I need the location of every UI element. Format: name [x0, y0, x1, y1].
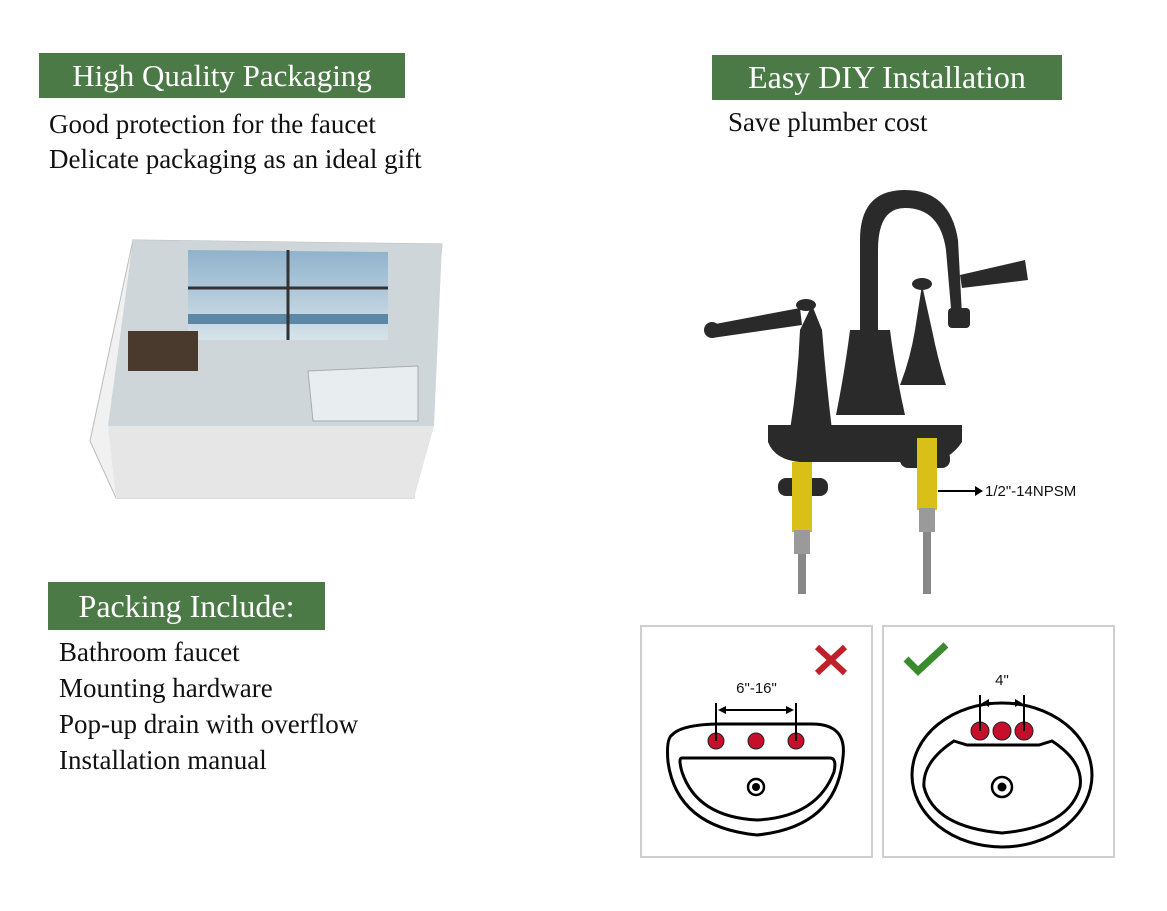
sink-diagram-compatible: 4": [882, 625, 1115, 858]
installation-heading: Easy DIY Installation: [712, 55, 1062, 100]
sink-diagram-incompatible: 6"-16": [640, 625, 873, 858]
installation-line-1: Save plumber cost: [728, 107, 928, 137]
faucet-image: [704, 190, 1028, 594]
packing-item: Installation manual: [59, 745, 267, 775]
packing-item: Mounting hardware: [59, 673, 273, 703]
cross-icon: [814, 644, 848, 676]
packaging-line-1: Good protection for the faucet: [49, 109, 376, 139]
thread-size-label: 1/2"-14NPSM: [985, 483, 1077, 500]
spacing-label: 4": [995, 672, 1009, 689]
packing-include-heading: Packing Include:: [48, 582, 325, 630]
packing-item: Bathroom faucet: [59, 637, 240, 667]
sink-centerset-illustration: [903, 642, 1094, 849]
packaging-line-2: Delicate packaging as an ideal gift: [49, 144, 422, 174]
packaging-box-image: [89, 239, 443, 499]
sink-wide-spread-illustration: [666, 644, 848, 837]
spacing-label: 6"-16": [736, 680, 777, 697]
checkmark-icon: [903, 642, 949, 676]
packaging-heading: High Quality Packaging: [39, 53, 405, 98]
packing-item: Pop-up drain with overflow: [59, 709, 359, 739]
